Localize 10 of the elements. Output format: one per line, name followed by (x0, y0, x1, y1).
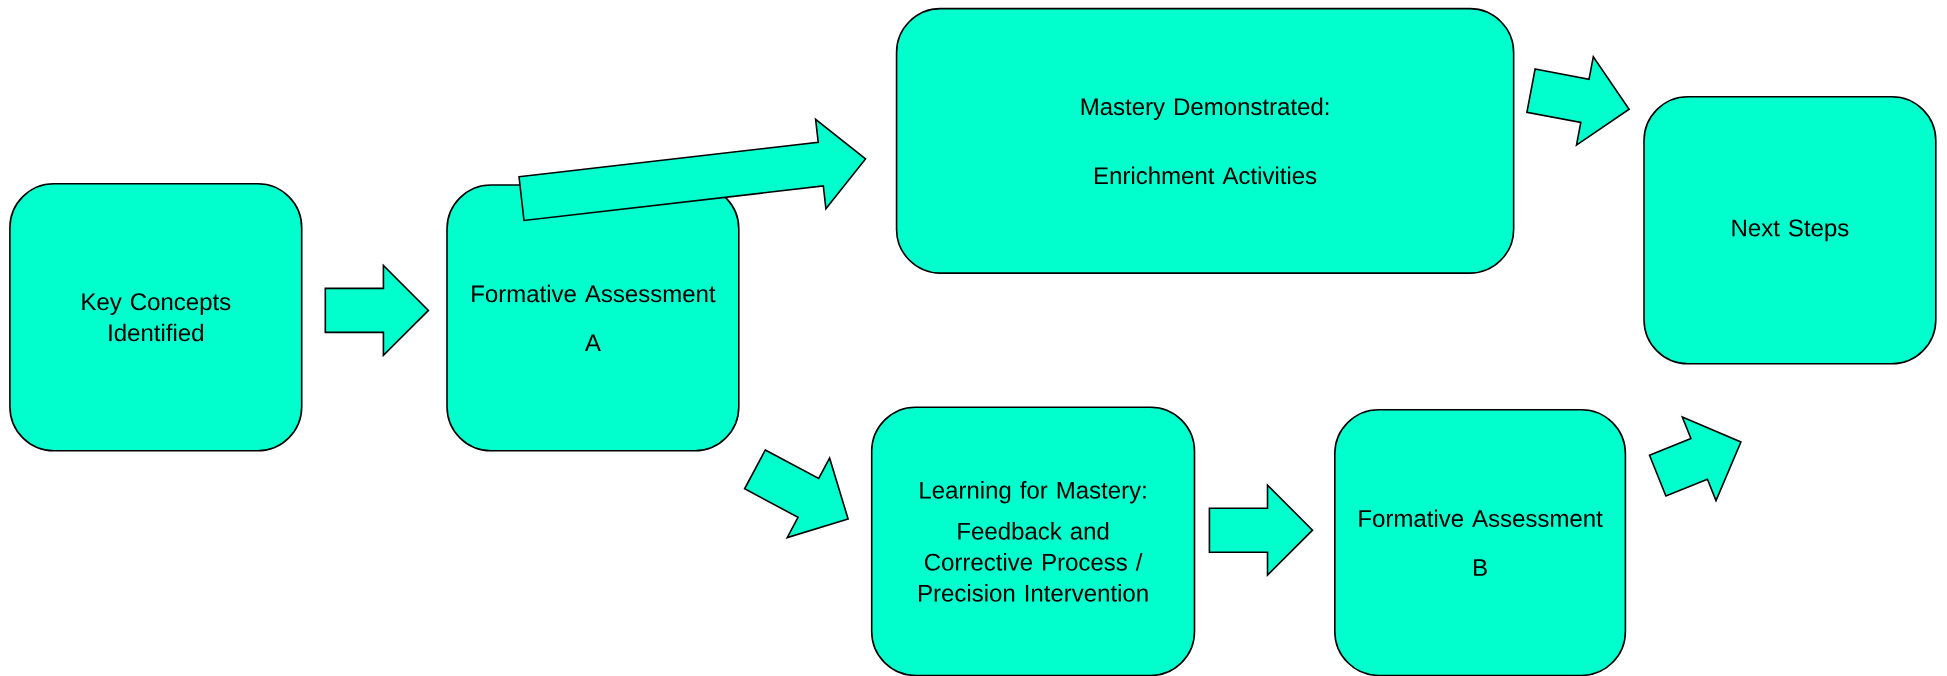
block-arrow (324, 263, 430, 358)
block-arrow (1648, 415, 1742, 503)
process-box: Mastery Demonstrated: Enrichment Activities (895, 7, 1515, 274)
process-box: Next Steps (1643, 96, 1937, 365)
process-box: Learning for Mastery: Feedback and Corrective Process / Precision Intervention (870, 406, 1196, 676)
block-arrow (1208, 483, 1314, 578)
process-box: Formative Assessment B (1334, 408, 1627, 676)
block-arrow (518, 117, 867, 222)
process-box: Key Concepts Identified (9, 183, 303, 452)
process-box: Formative Assessment A (446, 184, 740, 452)
